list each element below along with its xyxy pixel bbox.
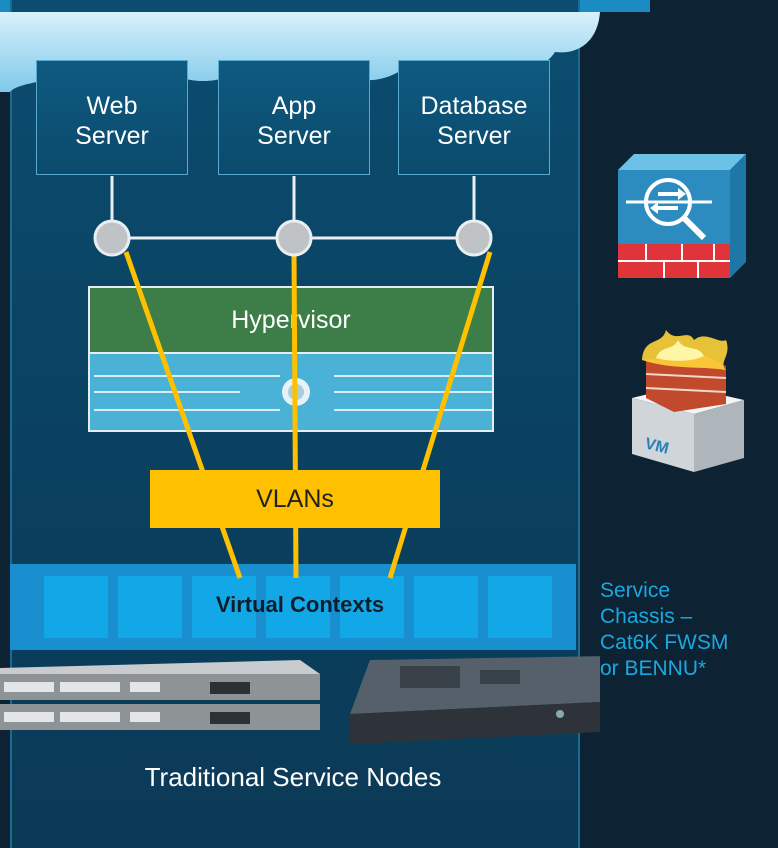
database-server-label-2: Server bbox=[437, 122, 511, 150]
firewall-appliance-icon bbox=[618, 154, 746, 278]
hypervisor-label: Hypervisor bbox=[231, 306, 351, 334]
virtual-contexts-label: Virtual Contexts bbox=[215, 592, 385, 617]
database-server-label-1: Database bbox=[420, 92, 528, 120]
context-cell bbox=[192, 576, 256, 638]
vlan-line-database bbox=[387, 251, 493, 579]
vlans-box: VLANs bbox=[150, 470, 440, 528]
database-server-box: Database Server bbox=[398, 60, 550, 175]
context-cell bbox=[118, 576, 182, 638]
app-server-label-2: Server bbox=[257, 122, 331, 150]
web-server-label-2: Server bbox=[75, 122, 149, 150]
context-cell bbox=[340, 576, 404, 638]
web-server-box: Web Server bbox=[36, 60, 188, 175]
vnic-node-web bbox=[93, 219, 131, 257]
service-module-card-icon bbox=[350, 656, 600, 744]
virtual-firewall-vm-icon: VM bbox=[632, 330, 744, 472]
vlan-line-web bbox=[123, 251, 243, 579]
context-cell bbox=[414, 576, 478, 638]
context-cell bbox=[266, 576, 330, 638]
hypervisor-host bbox=[88, 354, 494, 432]
web-server-label-1: Web bbox=[86, 92, 138, 120]
asa-appliance-stack-icon bbox=[0, 660, 320, 730]
context-cell bbox=[44, 576, 108, 638]
traditional-service-nodes-label: Traditional Service Nodes bbox=[144, 762, 442, 792]
vnic-node-database bbox=[455, 219, 493, 257]
hypervisor-bar: Hypervisor bbox=[88, 286, 494, 354]
service-chassis-text: Service Chassis – Cat6K FWSM or BENNU* bbox=[600, 579, 729, 680]
vlans-label: VLANs bbox=[256, 485, 334, 513]
app-server-label-1: App bbox=[271, 92, 317, 120]
svg-text:VM: VM bbox=[643, 435, 670, 457]
app-server-box: App Server bbox=[218, 60, 370, 175]
context-cell bbox=[488, 576, 552, 638]
vnic-node-app bbox=[275, 219, 313, 257]
vlan-line-app bbox=[291, 251, 299, 579]
hardware-appliances bbox=[0, 656, 600, 744]
